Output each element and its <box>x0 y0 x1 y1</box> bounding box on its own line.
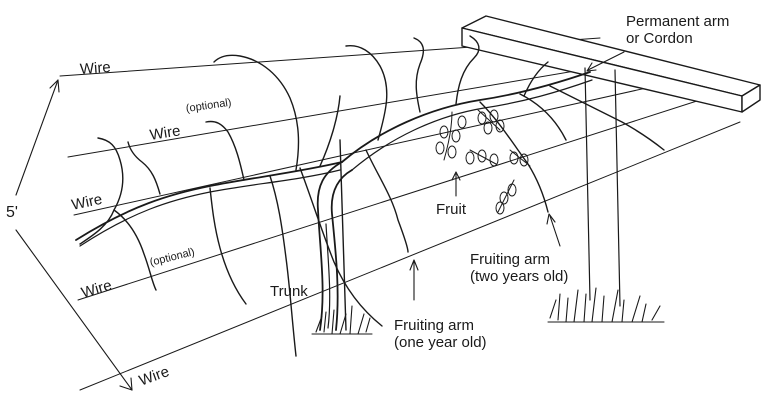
fruit-stem-c <box>469 149 497 165</box>
cane-left-6 <box>269 175 297 357</box>
vine-trunk <box>316 139 353 331</box>
post-leg-right <box>614 69 621 307</box>
fruit-berry <box>447 145 457 159</box>
cane-left-7 <box>213 54 300 171</box>
cane-right-8 <box>523 61 549 97</box>
fruit-berry <box>457 115 467 129</box>
fruit-berry <box>435 141 445 155</box>
fruit-stem-e <box>497 179 515 213</box>
cane-left-9 <box>319 95 341 167</box>
cane-right-6 <box>519 93 567 141</box>
fruit-berry <box>439 125 449 139</box>
fruit-berry <box>477 149 487 163</box>
leader-arrows <box>409 51 625 301</box>
wire-fourth-line <box>77 99 701 301</box>
fruit-berry <box>451 129 461 143</box>
left-cordon-arm-under <box>79 169 341 247</box>
cane-right-2 <box>345 45 388 141</box>
fruiting-arm-one-arrowhead <box>409 259 419 271</box>
fruit-berry <box>495 119 505 133</box>
permanent-arm-line2: or Cordon <box>626 29 693 47</box>
grass-left <box>311 305 373 335</box>
wire-second-line <box>67 59 641 158</box>
right-cordon-arm <box>341 71 591 163</box>
cane-left-1 <box>79 137 124 245</box>
permanent-arm-arrowhead <box>586 62 597 72</box>
cane-right-4 <box>455 35 480 105</box>
right-cordon-arm-under <box>351 79 593 171</box>
fruit-berry <box>509 151 519 165</box>
fruit-berry <box>499 191 509 205</box>
height-arrowhead-bottom <box>119 377 133 391</box>
permanent-arm-line1: Permanent arm <box>626 13 730 30</box>
grass-right <box>547 287 665 323</box>
fruiting-arm-two-arrowhead <box>546 213 556 225</box>
permanent-arm-label: Permanent arm or Cordon <box>626 13 730 48</box>
fruit-berry <box>465 151 475 165</box>
height-arrowhead-top <box>49 79 60 93</box>
fruit-berry <box>477 111 487 125</box>
cane-left-3 <box>127 141 161 195</box>
fruit-berry <box>495 201 505 215</box>
fruit-arrowhead <box>451 171 461 181</box>
stake <box>339 139 347 331</box>
cane-left-8 <box>299 167 383 327</box>
cane-left-4 <box>209 187 247 305</box>
trunk-outline-left <box>316 161 343 331</box>
trunk-label: Trunk <box>270 283 308 300</box>
left-canes <box>79 54 383 357</box>
wire-top-label: Wire <box>79 58 112 78</box>
fruit-stem-a <box>443 111 453 161</box>
fruit-berry <box>489 153 499 167</box>
fruit-berry <box>519 153 529 167</box>
fruit-clusters <box>435 109 531 215</box>
cane-right-1 <box>365 149 409 253</box>
fruit-berry <box>483 121 493 135</box>
grass-tufts <box>311 287 665 335</box>
fruit-label: Fruit <box>436 201 466 218</box>
trunk-inner <box>325 223 331 329</box>
post-leg-left <box>584 67 591 301</box>
right-cordon <box>341 71 593 171</box>
height-arrow-lower <box>15 229 133 391</box>
beam-end-face <box>741 84 761 113</box>
fruiting-arm-one-label: Fruiting arm (one year old) <box>394 317 487 352</box>
fruiting-arm-one-line1: Fruiting arm <box>394 317 475 334</box>
wire-bottom-line <box>79 121 741 391</box>
height-arrow-upper <box>15 79 59 196</box>
fruit-berry <box>507 183 517 197</box>
wire-middle-line <box>73 84 661 216</box>
height-dimension <box>15 79 133 391</box>
permanent-arm-arrow <box>587 51 625 71</box>
height-label: 5' <box>6 204 18 221</box>
fruiting-arm-two-line1: Fruiting arm <box>470 251 551 268</box>
fruiting-arm-one-line2: (one year old) <box>394 333 487 351</box>
cane-right-7 <box>549 85 665 151</box>
fruiting-arm-two-label: Fruiting arm (two years old) <box>470 251 569 286</box>
fruiting-arm-two-arrow <box>549 215 561 247</box>
cane-left-2 <box>113 209 157 291</box>
cross-arm-post <box>461 15 761 113</box>
fruiting-arm-two-line2: (two years old) <box>470 267 569 285</box>
fruit-berry <box>489 109 499 123</box>
trunk-outline-right <box>330 169 353 331</box>
post-legs <box>584 67 621 307</box>
cane-left-5 <box>205 120 245 181</box>
cane-right-3 <box>413 37 425 113</box>
